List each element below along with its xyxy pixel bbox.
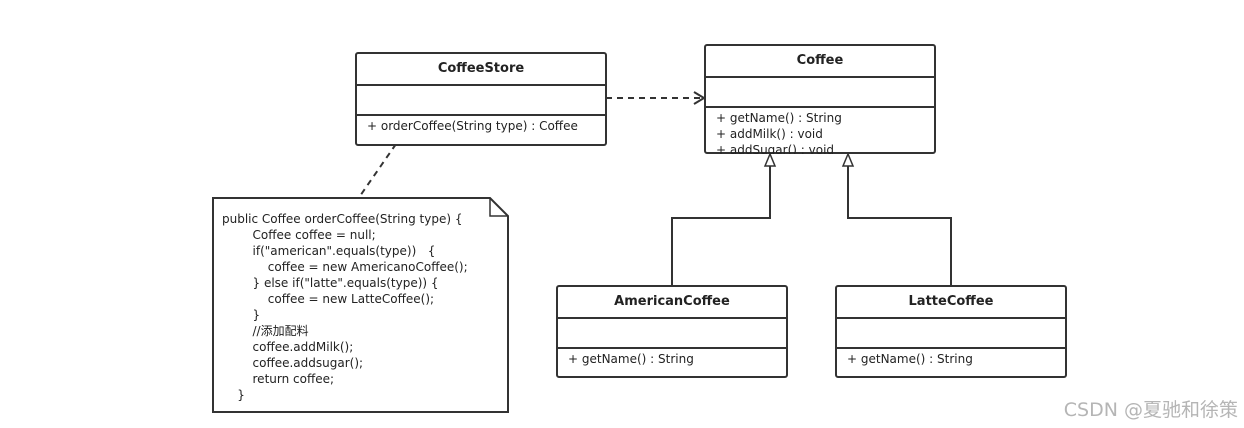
code-note[interactable]: public Coffee orderCoffee(String type) {…: [212, 197, 509, 413]
note-line: } else if("latte".equals(type)) {: [222, 276, 439, 290]
note-line: Coffee coffee = null;: [222, 228, 376, 242]
latte-generalization-arrowhead: [841, 152, 855, 167]
class-coffee[interactable]: Coffee + getName() : String + addMilk() :…: [704, 44, 936, 154]
class-coffee-operations: + getName() : String + addMilk() : void + …: [706, 108, 934, 154]
operation: + getName() : String: [847, 352, 973, 366]
operation: + getName() : String: [568, 352, 694, 366]
operation: + getName() : String: [716, 111, 842, 125]
note-line: }: [222, 308, 261, 322]
class-latte-coffee-attributes: [837, 319, 1065, 349]
class-latte-coffee-name: LatteCoffee: [837, 287, 1065, 319]
class-coffee-attributes: [706, 78, 934, 108]
class-american-coffee[interactable]: AmericanCoffee + getName() : String: [556, 285, 788, 378]
note-line: coffee.addsugar();: [222, 356, 364, 370]
class-latte-coffee-operations: + getName() : String: [837, 349, 1065, 367]
class-coffee-store-name: CoffeeStore: [357, 54, 605, 86]
american-generalization-line: [671, 166, 771, 286]
note-line: coffee.addMilk();: [222, 340, 354, 354]
class-american-coffee-operations: + getName() : String: [558, 349, 786, 367]
watermark: CSDN @夏驰和徐策: [1063, 399, 1238, 421]
operation: + orderCoffee(String type) : Coffee: [367, 119, 578, 133]
operation: + addSugar() : void: [716, 143, 835, 154]
note-line: coffee = new LatteCoffee();: [222, 292, 435, 306]
note-shape: [212, 197, 509, 413]
note-line: if("american".equals(type)) {: [222, 244, 436, 258]
note-line: //添加配料: [222, 324, 309, 338]
class-coffee-name: Coffee: [706, 46, 934, 78]
class-american-coffee-attributes: [558, 319, 786, 349]
operation: + addMilk() : void: [716, 127, 823, 141]
american-generalization-arrowhead: [763, 152, 777, 167]
note-line: return coffee;: [222, 372, 335, 386]
note-line: coffee = new AmericanoCoffee();: [222, 260, 468, 274]
class-american-coffee-name: AmericanCoffee: [558, 287, 786, 319]
note-line: public Coffee orderCoffee(String type) {: [222, 212, 463, 226]
class-coffee-store-operations: + orderCoffee(String type) : Coffee: [357, 116, 605, 134]
class-coffee-store[interactable]: CoffeeStore + orderCoffee(String type) :…: [355, 52, 607, 146]
class-coffee-store-attributes: [357, 86, 605, 116]
note-code: public Coffee orderCoffee(String type) {…: [222, 211, 468, 403]
latte-generalization-line: [847, 166, 952, 286]
class-latte-coffee[interactable]: LatteCoffee + getName() : String: [835, 285, 1067, 378]
note-anchor-line: [359, 143, 397, 197]
note-line: }: [222, 388, 245, 402]
